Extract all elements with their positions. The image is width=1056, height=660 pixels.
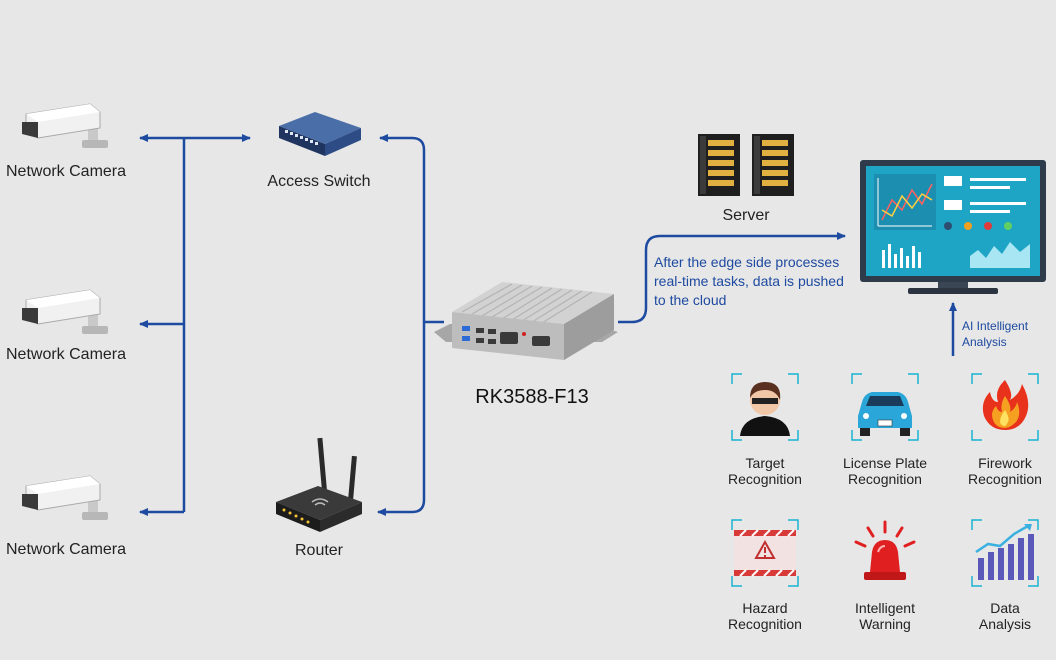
target-recognition-label: Target Recognition xyxy=(728,455,802,487)
ai-analysis-note: AI Intelligent Analysis xyxy=(962,318,1028,350)
server-icon xyxy=(698,134,794,196)
function-label-line2: Recognition xyxy=(728,616,802,632)
edge-box-label: RK3588-F13 xyxy=(475,386,589,408)
cloud-push-note: After the edge side processes real-time … xyxy=(654,253,844,310)
cloud-push-line-2: real-time tasks, data is pushed xyxy=(654,273,844,289)
license-plate-recognition-tile xyxy=(850,372,920,442)
dashboard-monitor-icon xyxy=(860,160,1046,294)
camera-3-label: Network Camera xyxy=(6,541,127,558)
function-label-line2: Recognition xyxy=(848,471,922,487)
function-label-line1: Firework xyxy=(978,455,1032,471)
data-analysis-tile xyxy=(970,518,1040,588)
cloud-push-line-3: to the cloud xyxy=(654,292,727,308)
function-label-line1: Hazard xyxy=(742,600,788,616)
ai-line-1: AI Intelligent xyxy=(962,319,1029,333)
car-icon xyxy=(858,392,912,436)
function-label-line1: Intelligent xyxy=(855,600,915,616)
hazard-recognition-tile xyxy=(730,518,800,588)
firework-recognition-label: Firework Recognition xyxy=(968,455,1042,487)
function-label-line2: Analysis xyxy=(978,616,1032,632)
siren-icon xyxy=(854,520,916,580)
arrow-edge-to-switch xyxy=(379,134,426,151)
license-plate-recognition-label: License Plate Recognition xyxy=(843,455,927,487)
function-label-line2: Warning xyxy=(859,616,911,632)
firework-recognition-tile xyxy=(970,372,1040,442)
function-label-line1: Target xyxy=(745,455,785,471)
arrow-edge-to-router xyxy=(377,499,426,516)
function-label-line2: Recognition xyxy=(968,471,1042,487)
function-label-line1: Data xyxy=(990,600,1020,616)
edge-box-icon xyxy=(434,282,618,360)
hazard-icon xyxy=(734,529,796,577)
function-label-line1: License Plate xyxy=(842,455,928,471)
camera-2-label: Network Camera xyxy=(6,346,127,363)
router-label: Router xyxy=(294,542,344,559)
data-analysis-label: Data Analysis xyxy=(979,600,1031,632)
network-camera-icon xyxy=(22,289,108,334)
switch-label: Access Switch xyxy=(267,173,371,190)
server-label: Server xyxy=(722,207,770,224)
function-label-line2: Recognition xyxy=(728,471,802,487)
access-switch-icon xyxy=(279,112,361,156)
network-camera-icon xyxy=(22,103,108,148)
intelligent-warning-label: Intelligent Warning xyxy=(855,600,915,632)
network-camera-icon xyxy=(22,475,108,520)
hazard-recognition-label: Hazard Recognition xyxy=(728,600,802,632)
intelligent-warning-tile xyxy=(850,518,920,588)
fire-icon xyxy=(982,380,1029,430)
target-recognition-tile xyxy=(730,372,800,442)
face-icon xyxy=(740,382,790,436)
cloud-push-line-1: After the edge side processes xyxy=(654,254,840,270)
bar-chart-icon xyxy=(975,524,1034,580)
router-icon xyxy=(276,437,362,532)
camera-1-label: Network Camera xyxy=(6,163,127,180)
ai-line-2: Analysis xyxy=(962,335,1007,349)
arrow-to-cloud xyxy=(618,232,846,324)
